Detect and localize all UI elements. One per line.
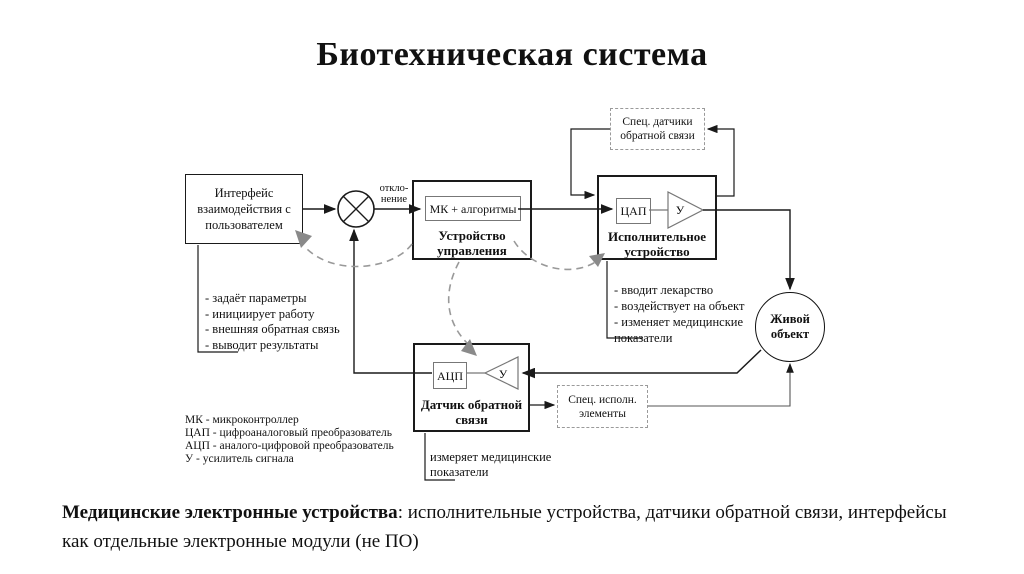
mk-algorithms-box: МК + алгоритмы — [425, 196, 521, 221]
control-unit-label: Устройство управления — [437, 228, 507, 258]
actuator-functions-list: - вводит лекарство - воздействует на объ… — [614, 282, 744, 346]
arrow-spec-actuators-to-living-object — [648, 362, 794, 407]
actuator-label: Исполнительное устройство — [607, 229, 707, 259]
deviation-label: откло- нение — [379, 183, 409, 205]
sensor-function-note: измеряет медицинские показатели — [430, 450, 552, 479]
legend-item: ЦАП - цифроаналоговый преобразователь — [185, 427, 392, 439]
list-item: - выводит результаты — [205, 337, 319, 352]
dashed-pointer-arc-to-interface — [303, 243, 413, 268]
interface-box: Интерфейс взаимодействия с пользователем — [185, 174, 303, 244]
list-item: показатели — [614, 331, 673, 345]
arrow-living-object-to-sensor — [521, 349, 762, 379]
interface-box-label: Интерфейс взаимодействия с пользователем — [197, 186, 291, 232]
spec-sensors-box: Спец. датчики обратной связи — [610, 108, 705, 150]
footer-rest: : исполнительные устройства, датчики обр… — [62, 502, 947, 552]
legend-item: АЦП - аналого-цифровой преобразователь — [185, 440, 394, 452]
legend-item: МК - микроконтроллер — [185, 414, 299, 426]
footer-text: Медицинские электронные устройства: испо… — [62, 499, 952, 556]
comparator-junction — [337, 190, 375, 228]
list-item: - задаёт параметры — [205, 291, 307, 305]
control-unit-box: МК + алгоритмы Устройство управления — [412, 180, 532, 260]
legend-item: У - усилитель сигнала — [185, 453, 294, 465]
spec-actuators-box: Спец. исполн. элементы — [557, 385, 648, 428]
dashed-pointer-arc-to-sensor — [447, 261, 470, 346]
abbreviation-legend: МК - микроконтроллер ЦАП - цифроаналогов… — [185, 414, 394, 466]
slide-title: Биотехническая система — [316, 36, 708, 73]
list-item: - внешняя обратная связь — [205, 322, 340, 336]
actuator-box: ЦАП Исполнительное устройство — [597, 175, 717, 260]
interface-functions-list: - задаёт параметры - инициирует работу -… — [205, 291, 340, 353]
list-item: - инициирует работу — [205, 306, 315, 321]
list-item: - воздействует на объект — [614, 299, 745, 313]
list-item: - изменяет медицинские — [614, 315, 744, 329]
dac-box: ЦАП — [616, 198, 651, 224]
adc-box: АЦП — [433, 362, 467, 389]
living-object-node: Живой объект — [755, 292, 825, 362]
list-item: - вводит лекарство — [614, 283, 714, 297]
feedback-sensor-label: Датчик обратной связи — [420, 397, 523, 427]
footer-bold: Медицинские электронные устройства — [62, 502, 398, 523]
feedback-sensor-box: АЦП Датчик обратной связи — [413, 343, 530, 432]
